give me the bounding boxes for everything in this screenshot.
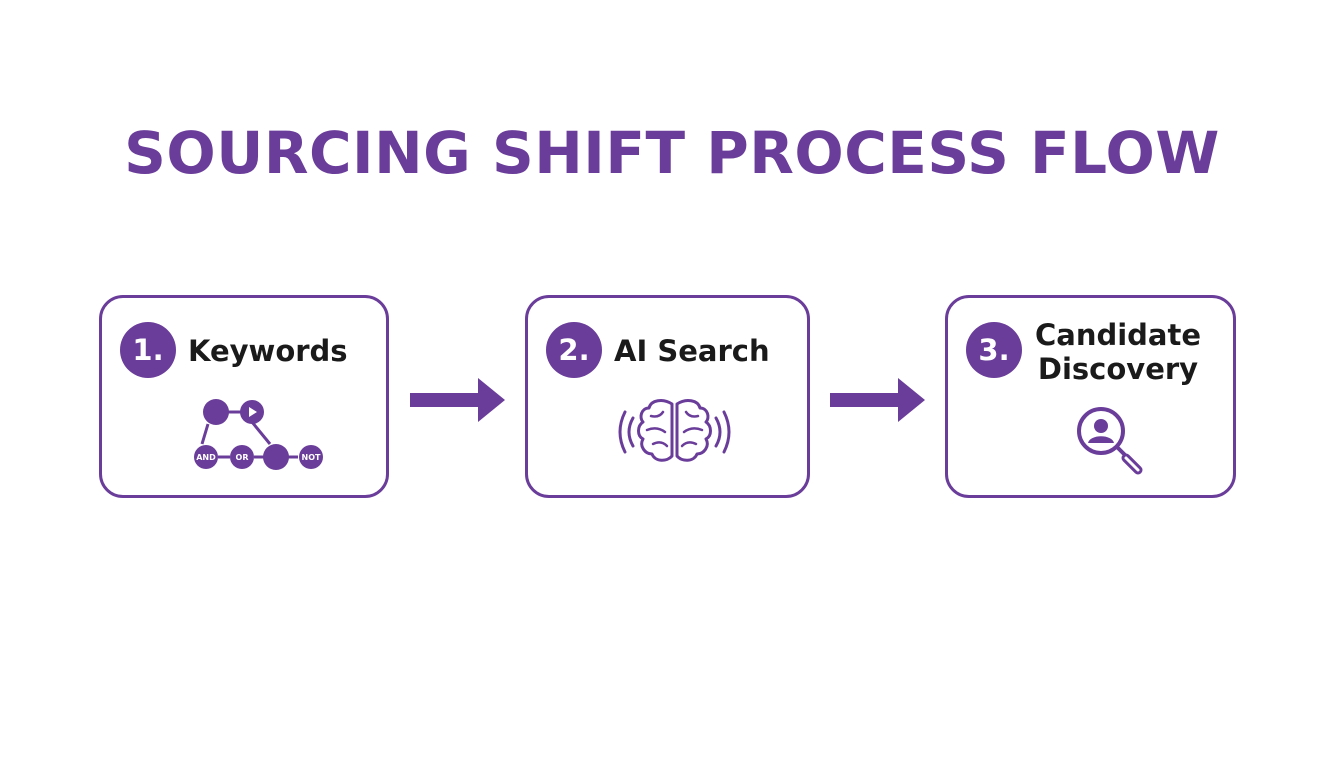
brain-icon	[618, 399, 731, 462]
operator-and-label: AND	[196, 453, 216, 462]
step-label-line2: Discovery	[1037, 352, 1199, 386]
operator-not-label: NOT	[302, 453, 321, 462]
step-card-candidate-discovery: 3. Candidate Discovery	[945, 295, 1236, 498]
step-number-badge: 3.	[966, 322, 1022, 378]
operator-or-label: OR	[236, 453, 249, 462]
step-label-ai-search: AI Search	[614, 334, 770, 368]
step-card-ai-search: 2. AI Search	[525, 295, 810, 498]
person-magnifier-icon	[1077, 407, 1143, 475]
step-card-keywords: 1. Keywords AND OR NOT	[99, 295, 389, 498]
diagram-title: SOURCING SHIFT PROCESS FLOW	[124, 119, 1220, 187]
flow-arrow-1	[410, 378, 505, 422]
step-label-candidate-discovery: Candidate Discovery	[1028, 318, 1208, 386]
step-label-keywords: Keywords	[188, 334, 348, 368]
flow-arrow-2	[830, 378, 925, 422]
boolean-keyword-network-icon: AND OR NOT	[194, 399, 323, 470]
step-number-badge: 2.	[546, 322, 602, 378]
step-number-badge: 1.	[120, 322, 176, 378]
step-label-line1: Candidate	[1034, 318, 1202, 352]
